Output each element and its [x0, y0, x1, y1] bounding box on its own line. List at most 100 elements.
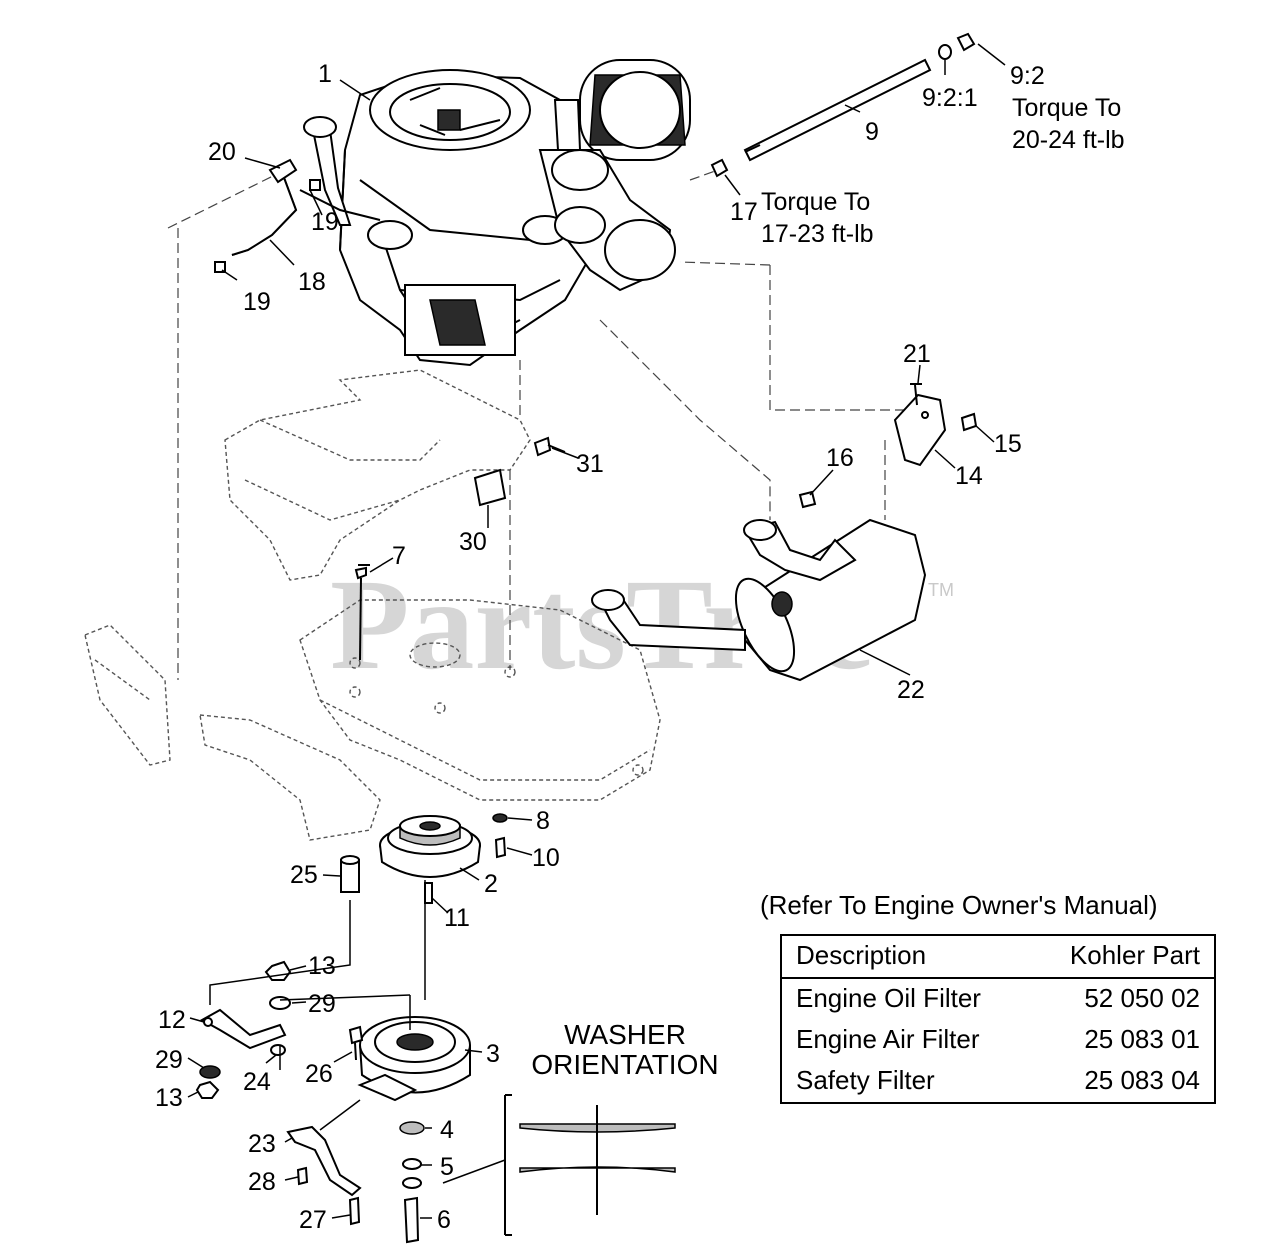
callout-29-upper: 29	[308, 990, 336, 1018]
washer-29-lower	[199, 1065, 221, 1079]
bracket-23	[286, 1125, 362, 1197]
bolt-10	[494, 836, 507, 859]
callout-labels: 1 2 3 4 5 6 7 8 9 9:2 9:2:1 10 11 12 13 …	[155, 60, 1045, 1234]
torque-note-lower-line2: 17-23 ft-lb	[761, 220, 874, 248]
washer-4	[399, 1121, 425, 1135]
callout-6: 6	[437, 1206, 451, 1234]
deck-plate-ghost	[299, 599, 661, 801]
lower-assembly-lines	[209, 880, 426, 1131]
engine	[338, 69, 602, 367]
callout-31: 31	[576, 450, 604, 478]
bolt-26	[348, 1025, 364, 1061]
torque-note-upper-line2: 20-24 ft-lb	[1012, 126, 1125, 154]
spacer-25	[340, 855, 360, 893]
callout-16: 16	[826, 444, 854, 472]
washer-8	[492, 813, 508, 823]
callout-30: 30	[459, 528, 487, 556]
oil-fill-cap	[303, 116, 352, 226]
clip-30	[473, 468, 507, 507]
callout-13-lower: 13	[155, 1084, 183, 1112]
callout-3: 3	[486, 1040, 500, 1068]
callout-9: 9	[865, 118, 879, 146]
header-description: Description	[781, 935, 1030, 979]
callout-25: 25	[290, 861, 318, 889]
bolt-31	[533, 436, 566, 457]
callout-2: 2	[484, 870, 498, 898]
callout-4: 4	[440, 1116, 454, 1144]
engine-frame-ghost	[224, 369, 531, 581]
table-row: Engine Oil Filter 52 050 02	[781, 978, 1215, 1020]
callout-1: 1	[318, 60, 332, 88]
key-11	[424, 882, 433, 904]
torque-notes: Torque To 20-24 ft-lb Torque To 17-23 ft…	[761, 94, 1125, 248]
callout-9-2: 9:2	[1010, 62, 1045, 90]
torque-note-upper-line1: Torque To	[1012, 94, 1121, 122]
dipstick-tube	[710, 32, 976, 178]
muffler	[591, 518, 927, 682]
side-frame-ghost	[84, 624, 381, 841]
callout-11: 11	[444, 904, 470, 932]
callout-26: 26	[305, 1060, 333, 1088]
assembly-dash-lines	[167, 169, 915, 680]
watermark-trademark: TM	[928, 580, 954, 600]
bracket-12	[199, 1008, 287, 1050]
callout-15: 15	[994, 430, 1022, 458]
header-kohler-part: Kohler Part	[1029, 935, 1215, 979]
refer-to-manual-note: (Refer To Engine Owner's Manual)	[760, 890, 1158, 920]
row-description: Engine Air Filter	[796, 1024, 980, 1054]
callout-28: 28	[248, 1168, 276, 1196]
callout-18: 18	[298, 268, 326, 296]
callout-19-upper: 19	[311, 208, 339, 236]
nut-13-upper	[264, 960, 292, 981]
callout-14: 14	[955, 462, 983, 490]
callout-23: 23	[248, 1130, 276, 1158]
callout-8: 8	[536, 807, 550, 835]
air-cleaner	[538, 59, 691, 292]
table-header-row: Description Kohler Part	[781, 935, 1215, 979]
row-description: Safety Filter	[796, 1065, 935, 1095]
bolt-15	[960, 412, 978, 432]
callout-24: 24	[243, 1068, 271, 1096]
bolt-21	[910, 383, 922, 406]
bolt-27	[348, 1196, 361, 1226]
washer-29-upper	[269, 996, 291, 1010]
callout-7: 7	[392, 542, 406, 570]
bracket-14	[893, 393, 947, 467]
row-description: Engine Oil Filter	[796, 983, 981, 1013]
row-part-number: 25 083 01	[1084, 1024, 1200, 1054]
row-part-number: 52 050 02	[1084, 983, 1200, 1013]
callout-10: 10	[532, 844, 560, 872]
washer-title-line1: WASHER	[564, 1019, 686, 1050]
washer-24	[270, 1044, 286, 1056]
torque-note-lower-line1: Torque To	[761, 188, 870, 216]
callout-9-2-1: 9:2:1	[922, 84, 978, 112]
table-row: Safety Filter 25 083 04	[781, 1061, 1215, 1103]
callout-13-upper: 13	[308, 952, 336, 980]
callout-12: 12	[158, 1006, 186, 1034]
callout-27: 27	[299, 1206, 327, 1234]
table-row: Engine Air Filter 25 083 01	[781, 1020, 1215, 1061]
callout-21: 21	[903, 340, 931, 368]
washer-orientation-diagram	[442, 1094, 676, 1236]
washer-title-line2: ORIENTATION	[531, 1049, 719, 1080]
bolt-6	[403, 1196, 420, 1244]
row-part-number: 25 083 04	[1084, 1065, 1200, 1095]
callout-19-lower: 19	[243, 288, 271, 316]
nut-13-lower	[195, 1080, 220, 1099]
pulley	[379, 815, 481, 878]
callout-20: 20	[208, 138, 236, 166]
filter-parts-table: Description Kohler Part Engine Oil Filte…	[780, 934, 1216, 1104]
pto-clutch	[357, 1016, 471, 1102]
callout-leaders	[187, 43, 1006, 1219]
washers-5	[402, 1158, 422, 1189]
callout-22: 22	[897, 676, 925, 704]
callout-29-lower: 29	[155, 1046, 183, 1074]
bolt-28	[296, 1166, 309, 1186]
fuel-line	[214, 158, 381, 273]
callout-17: 17	[730, 198, 758, 226]
washer-orientation-title: WASHER ORIENTATION	[520, 1020, 730, 1080]
callout-5: 5	[440, 1153, 454, 1181]
bolt-16	[798, 490, 817, 509]
bolt-7	[354, 564, 370, 661]
